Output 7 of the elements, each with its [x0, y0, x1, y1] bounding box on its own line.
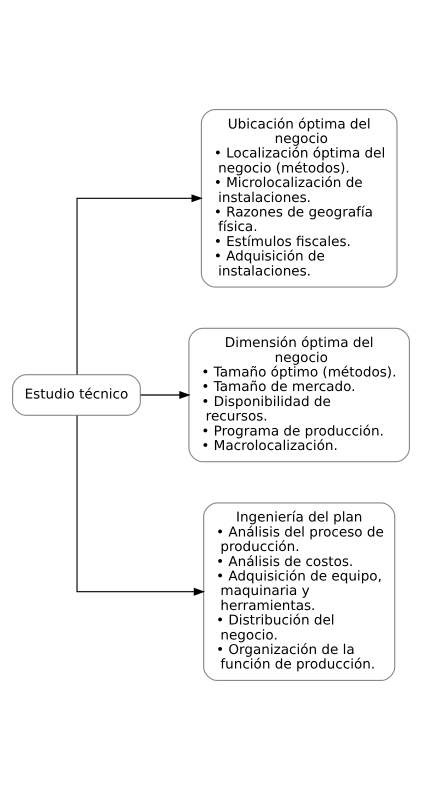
node-box: Estudio técnico [12, 374, 141, 416]
arrow [76, 415, 206, 596]
arrow [76, 194, 203, 374]
node-box: Ubicación óptima del negocio • Localización óptima del negocio (métodos). • Microlocalización de instalaciones. • Razones de geografía física. • Estímulos fiscales. • Adquisición de instalaciones. [200, 108, 398, 288]
arrow [140, 390, 191, 398]
node-box: Dimensión óptima del negocio • Tamaño óptimo (métodos). • Tamaño de mercado. • Disponibilidad de recursos. • Programa de producción. • Macrolocalización. [188, 327, 410, 462]
node-box: Ingeniería del plan • Análisis del proceso de producción. • Análisis de costos. • Adquisición de equipo, maquinaria y herramientas. • Distribución del negocio. • Organización de la función de producción. [203, 502, 396, 681]
